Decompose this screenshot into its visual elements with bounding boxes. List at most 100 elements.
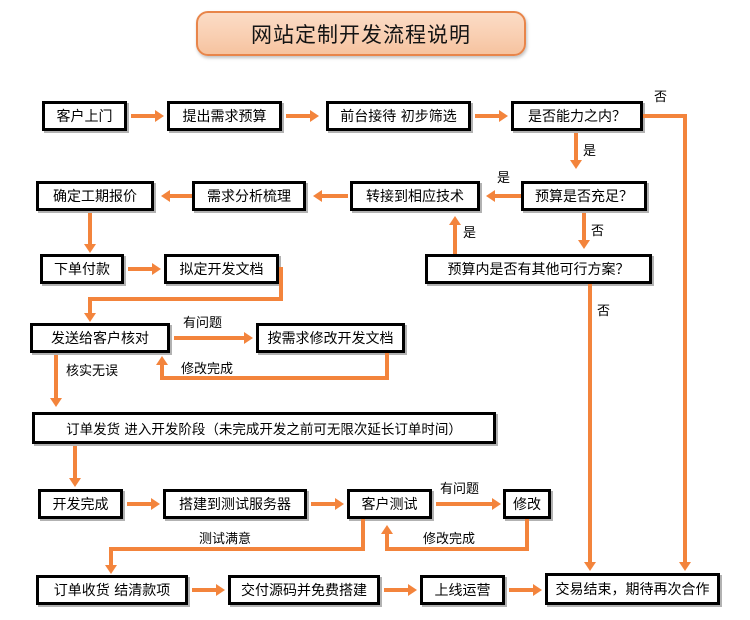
connector-test-problem-h <box>436 502 494 506</box>
node-label: 按需求修改开发文档 <box>267 331 394 347</box>
node-label: 发送给客户核对 <box>51 331 149 347</box>
connector-n20-n21 <box>384 588 410 592</box>
connector-budget-yes-h <box>495 194 521 198</box>
connector-n06-n07 <box>322 194 348 198</box>
node-deliver-source-code[interactable]: 交付源码并免费搭建 <box>228 575 380 605</box>
connector-doc-revised-v1 <box>385 353 389 380</box>
connector-test-revised-h <box>385 547 529 551</box>
edge-label-budget-no: 否 <box>591 224 605 239</box>
node-alternative-plan-decision[interactable]: 预算内是否有其他可行方案？ <box>425 254 652 284</box>
node-requirement-analysis[interactable]: 需求分析梳理 <box>192 181 306 211</box>
connector-n21-n22 <box>509 588 535 592</box>
page-title: 网站定制开发流程说明 <box>251 22 471 47</box>
node-place-order-payment[interactable]: 下单付款 <box>40 254 124 284</box>
edge-label-test-satisfied: 测试满意 <box>199 532 252 547</box>
node-send-to-client[interactable]: 发送给客户核对 <box>30 323 170 353</box>
node-label: 客户上门 <box>56 109 113 125</box>
arrowhead-n16-n17 <box>335 498 344 510</box>
arrowhead-n08-n10 <box>84 244 96 253</box>
node-order-receipt-settle[interactable]: 订单收货 结清款项 <box>36 575 188 605</box>
node-label: 拟定开发文档 <box>179 262 264 278</box>
node-label: 是否能力之内？ <box>528 109 626 125</box>
connector-n11-n12-v2 <box>88 297 92 317</box>
edge-label-alt-no: 否 <box>597 304 611 319</box>
arrowhead-doc-verified <box>50 398 62 407</box>
connector-n07-n08 <box>170 194 196 198</box>
node-label: 确定工期报价 <box>53 189 137 205</box>
node-confirm-quote[interactable]: 确定工期报价 <box>36 181 154 211</box>
node-label: 预算内是否有其他可行方案？ <box>447 262 630 278</box>
arrowhead-doc-revised <box>156 356 168 365</box>
edge-label-test-revised: 修改完成 <box>423 532 476 547</box>
connector-n11-n12-v1 <box>279 267 283 301</box>
arrowhead-n07-n08 <box>161 190 170 202</box>
node-order-shipment-dev-stage[interactable]: 订单发货 进入开发阶段（未完成开发之前可无限次延长订单时间） <box>32 412 496 444</box>
connector-n15-n16 <box>127 502 153 506</box>
arrowhead-n10-n11 <box>152 263 161 275</box>
node-label: 订单发货 进入开发阶段（未完成开发之前可无限次延长订单时间） <box>66 422 462 438</box>
arrowhead-n02-n03 <box>310 110 319 122</box>
node-modify-dev-doc[interactable]: 按需求修改开发文档 <box>256 323 405 353</box>
node-development-complete[interactable]: 开发完成 <box>38 489 123 519</box>
arrowhead-n20-n21 <box>408 584 417 596</box>
node-label: 交易结束，期待再次合作 <box>555 582 710 598</box>
arrowhead-n14-n15 <box>69 478 81 487</box>
arrowhead-test-satisfied <box>105 565 117 574</box>
arrowhead-n01-n02 <box>155 110 164 122</box>
connector-doc-problem-h <box>174 336 246 340</box>
connector-n01-n02 <box>131 114 157 118</box>
connector-capable-no-v <box>683 114 687 566</box>
arrowhead-n06-n07 <box>313 190 322 202</box>
edge-label-doc-revised: 修改完成 <box>181 362 234 377</box>
node-capability-decision[interactable]: 是否能力之内？ <box>511 101 643 131</box>
arrowhead-capable-yes <box>570 160 582 169</box>
node-deploy-test-server[interactable]: 搭建到测试服务器 <box>163 489 307 519</box>
arrowhead-budget-no <box>578 240 590 249</box>
edge-label-capable-no: 否 <box>654 90 668 105</box>
connector-n11-n12-h <box>88 297 283 301</box>
edge-label-doc-verified: 核实无误 <box>66 364 119 379</box>
connector-capable-no-h <box>643 114 687 118</box>
edge-label-doc-problem: 有问题 <box>183 316 223 331</box>
connector-doc-revised-h <box>160 376 389 380</box>
connector-alt-yes-v <box>453 224 457 254</box>
node-client-testing[interactable]: 客户测试 <box>347 489 432 519</box>
chart-title-banner: 网站定制开发流程说明 <box>196 11 526 56</box>
node-revise[interactable]: 修改 <box>503 489 551 519</box>
connector-n19-n20 <box>192 588 218 592</box>
connector-budget-no-v <box>582 213 586 245</box>
edge-label-test-problem: 有问题 <box>440 482 480 497</box>
node-reception-screening[interactable]: 前台接待 初步筛选 <box>326 101 471 131</box>
arrowhead-test-problem <box>492 498 501 510</box>
node-transfer-tech[interactable]: 转接到相应技术 <box>350 181 480 211</box>
arrowhead-n19-n20 <box>216 584 225 596</box>
connector-capable-yes-v <box>574 133 578 165</box>
node-label: 上线运营 <box>434 583 491 599</box>
connector-test-revised-v1 <box>525 519 529 551</box>
edge-label-budget-yes: 是 <box>497 171 511 186</box>
arrowhead-budget-yes <box>486 190 495 202</box>
arrowhead-alt-no <box>584 562 596 571</box>
connector-n14-n15 <box>73 446 77 482</box>
connector-test-satisfied-v1 <box>361 519 365 551</box>
node-label: 交付源码并免费搭建 <box>241 583 367 599</box>
edge-label-capable-yes: 是 <box>583 144 597 159</box>
node-transaction-end[interactable]: 交易结束，期待再次合作 <box>545 573 720 605</box>
node-go-live[interactable]: 上线运营 <box>420 575 505 605</box>
node-label: 转接到相应技术 <box>366 189 464 205</box>
node-label: 提出需求预算 <box>182 109 267 125</box>
node-submit-requirements[interactable]: 提出需求预算 <box>167 101 282 131</box>
connector-test-satisfied-v2 <box>109 547 113 569</box>
arrowhead-test-revised <box>381 525 393 534</box>
arrowhead-capable-no <box>679 562 691 571</box>
node-draft-dev-doc[interactable]: 拟定开发文档 <box>164 254 279 284</box>
node-label: 搭建到测试服务器 <box>179 497 291 513</box>
connector-test-revised-v2 <box>385 533 389 549</box>
node-label: 客户测试 <box>361 497 418 513</box>
node-client-visit[interactable]: 客户上门 <box>42 101 127 131</box>
arrowhead-n15-n16 <box>151 498 160 510</box>
connector-n03-n04 <box>475 114 501 118</box>
connector-doc-verified-v <box>54 355 58 402</box>
node-budget-decision[interactable]: 预算是否充足？ <box>521 181 647 211</box>
